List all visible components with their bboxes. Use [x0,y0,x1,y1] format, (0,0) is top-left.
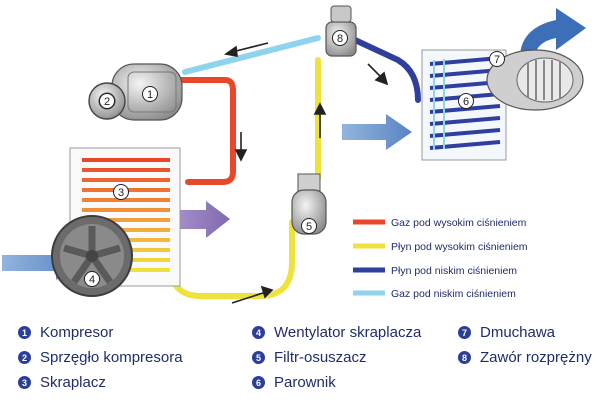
component-name: Dmuchawa [480,324,556,341]
receiver-drier-icon [291,173,327,235]
component-marker-8: 8 [332,30,348,46]
component-name: Wentylator skraplacza [274,324,422,341]
component-marker-4: 4 [84,271,100,287]
flow-arrow-icon [367,63,389,86]
component-key-7: 7 Dmuchawa [458,324,555,341]
component-key-3: 3 Skraplacz [18,374,106,391]
airflow-arrow-icon [342,114,412,150]
flow-arrow-icon [223,42,269,57]
airflow-arrow-icon [170,201,230,238]
expansion-valve-icon [325,5,357,57]
component-key-2: 2 Sprzęgło kompresora [18,349,183,366]
number-bullet: 5 [252,351,265,364]
component-name: Skraplacz [40,374,106,391]
flow-arrow-icon [313,102,327,138]
component-name: Zawór rozprężny [480,349,592,366]
component-marker-3: 3 [113,184,129,200]
component-name: Kompresor [40,324,114,341]
low-pressure-liquid-line [352,37,421,103]
legend-label: Płyn pod niskim ciśnieniem [391,265,517,277]
legend-item-high-pressure-gas: Gaz pod wysokim ciśnieniem [353,217,527,229]
component-marker-6: 6 [458,93,474,109]
component-name: Sprzęgło kompresora [40,349,183,366]
compressor-icon [88,63,183,121]
condenser-fan-icon [51,215,133,297]
number-bullet: 6 [252,376,265,389]
svg-text:6: 6 [463,96,469,108]
legend-item-low-pressure-liquid: Płyn pod niskim ciśnieniem [353,265,517,277]
flow-arrow-icon [231,285,274,304]
component-key-4: 4 Wentylator skraplacza [252,324,421,341]
component-name: Parownik [274,374,336,391]
number-bullet: 8 [458,351,471,364]
component-marker-2: 2 [99,93,115,109]
refrigerant-cycle-illustration: 1 2 3 4 5 6 7 8 Gaz pod wysokim ciśnieni… [2,5,586,304]
high-pressure-liquid-line [162,219,295,299]
number-bullet: 7 [458,326,471,339]
low-pressure-gas-line [182,35,321,75]
legend-label: Gaz pod wysokim ciśnieniem [391,217,527,229]
number-bullet: 1 [18,326,31,339]
component-name: Filtr-osuszacz [274,349,367,366]
svg-text:2: 2 [104,96,110,108]
svg-text:5: 5 [306,221,312,233]
component-key-5: 5 Filtr-osuszacz [252,349,367,366]
legend-item-low-pressure-gas: Gaz pod niskim ciśnieniem [353,288,516,300]
airflow-out-arrow-icon [520,8,586,58]
component-key-8: 8 Zawór rozprężny [458,349,592,366]
number-bullet: 4 [252,326,265,339]
svg-text:3: 3 [118,187,124,199]
component-marker-5: 5 [301,218,317,234]
number-bullet: 2 [18,351,31,364]
component-key-1: 1 Kompresor [18,324,113,341]
svg-text:7: 7 [494,54,500,66]
high-pressure-gas-line [177,77,236,185]
svg-text:8: 8 [337,33,343,45]
legend-item-high-pressure-liquid: Płyn pod wysokim ciśnieniem [353,241,528,253]
svg-text:4: 4 [89,274,95,286]
number-bullet: 3 [18,376,31,389]
legend-label: Płyn pod wysokim ciśnieniem [391,241,528,253]
flow-arrow-icon [234,132,248,162]
component-marker-7: 7 [489,51,505,67]
component-key-6: 6 Parownik [252,374,336,391]
legend-label: Gaz pod niskim ciśnieniem [391,288,516,300]
component-marker-1: 1 [142,86,158,102]
blower-icon [486,49,584,111]
svg-text:1: 1 [147,89,153,101]
